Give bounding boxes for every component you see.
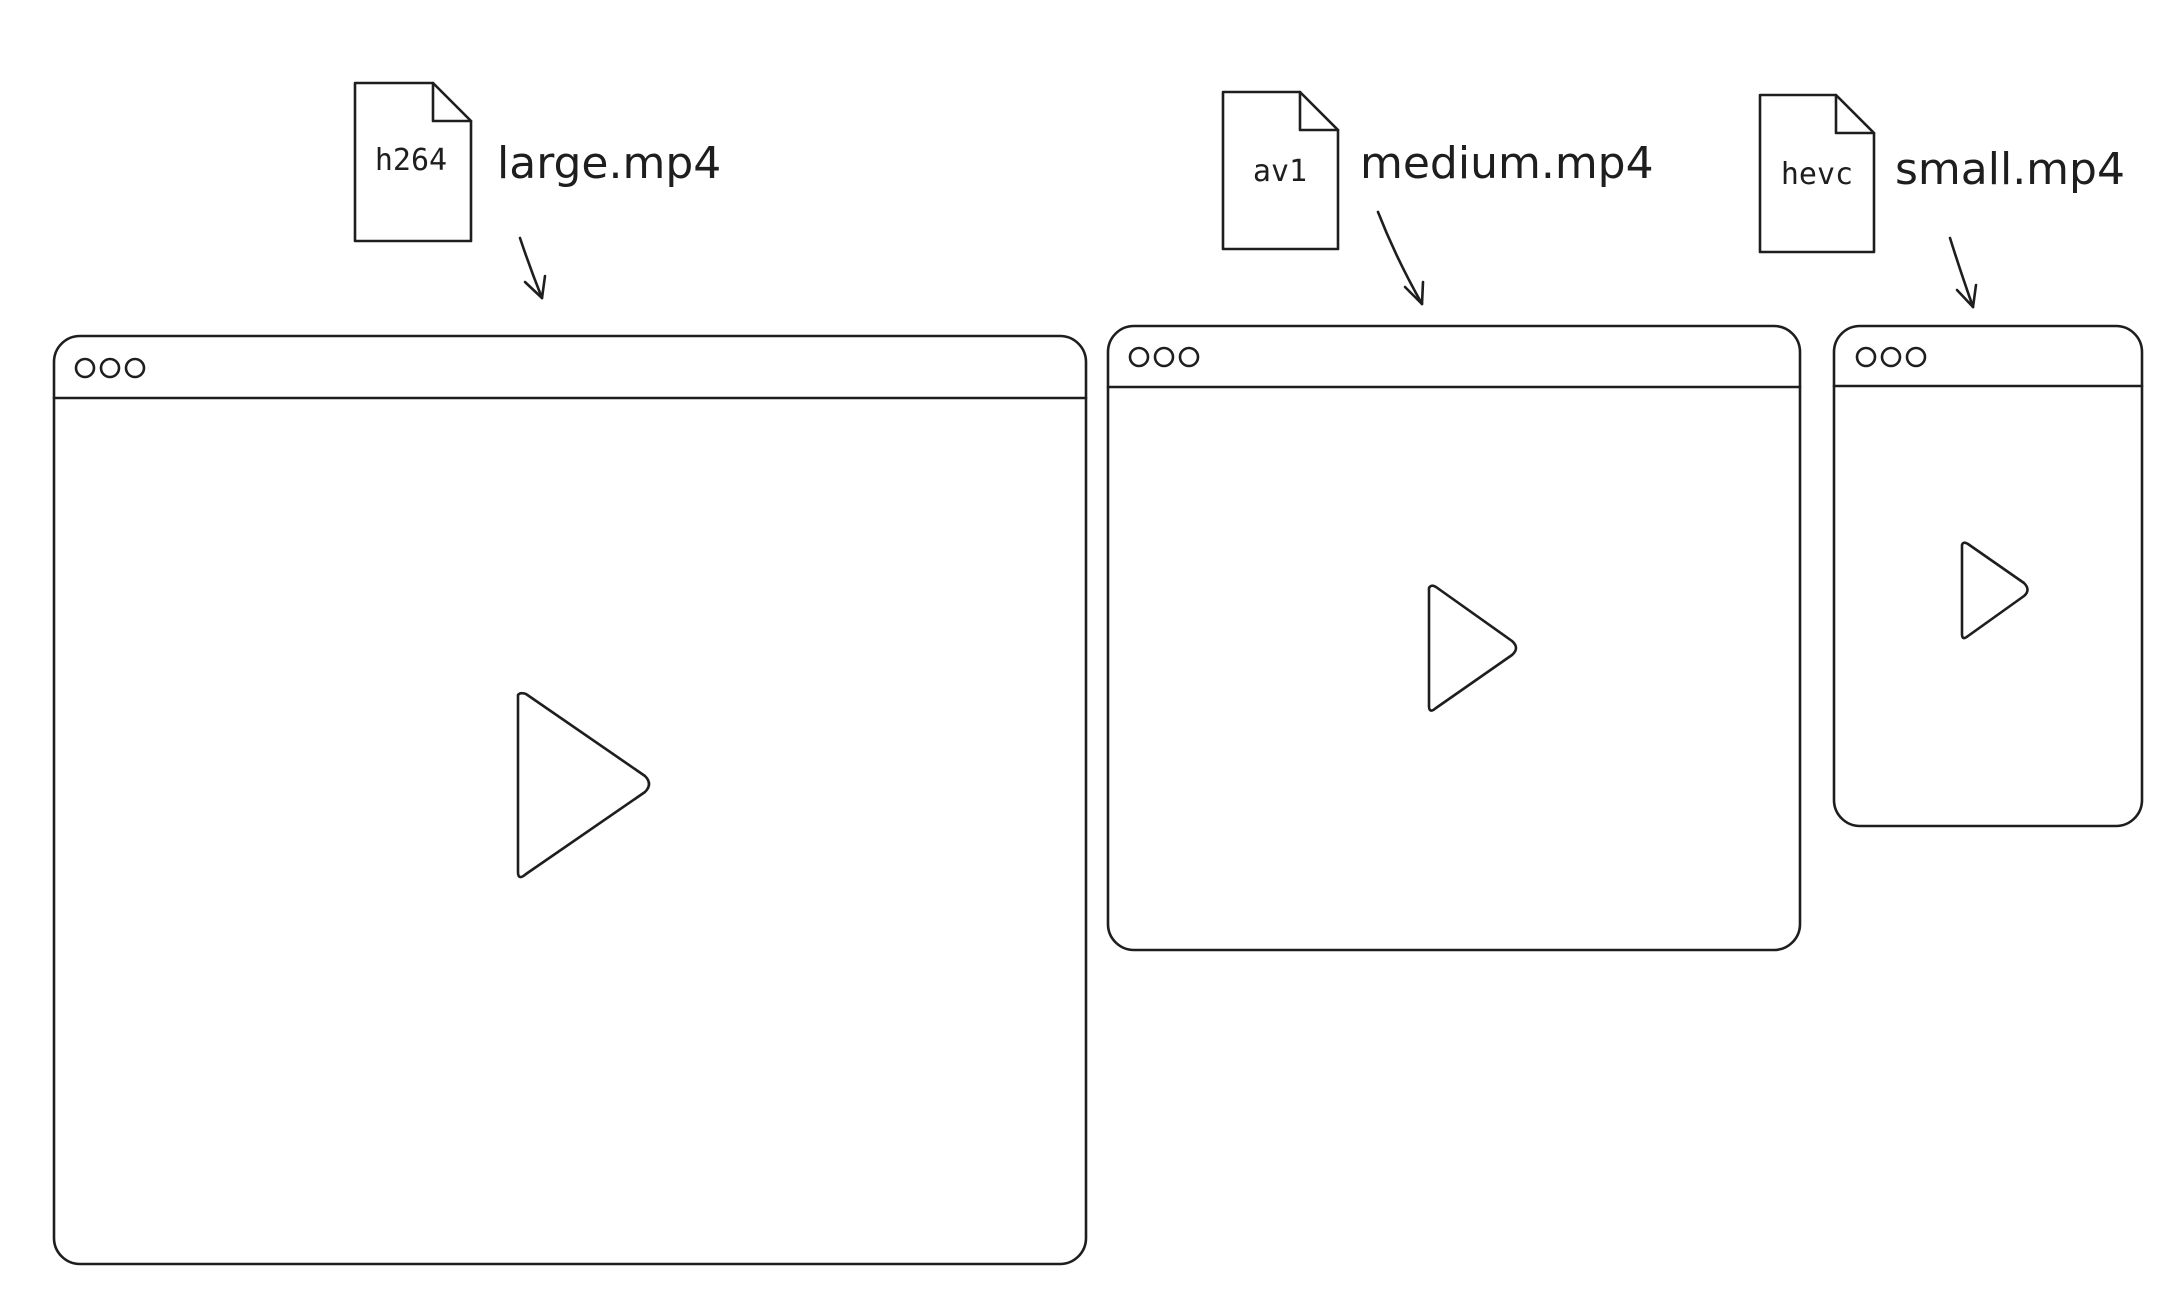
browser-window [52,334,1088,1266]
codec-label: hevc [1781,157,1853,192]
arrow-down-icon [1376,210,1425,306]
file-icon [1758,93,1876,254]
file-icon [1221,90,1340,251]
codec-label: h264 [375,143,447,178]
small-variant: hevc small.mp4 [1758,93,2144,828]
browser-window [1832,324,2144,828]
arrow-down-icon [518,236,547,300]
file-name: small.mp4 [1895,144,2125,195]
medium-variant: av1 medium.mp4 [1106,90,1802,952]
play-icon [516,691,651,879]
browser-window [1106,324,1802,952]
window-dots-icon [1855,346,1927,368]
play-icon [1427,584,1518,712]
file-name: medium.mp4 [1360,138,1654,189]
arrow-down-icon [1948,236,1978,309]
window-dots-icon [1128,346,1200,368]
codec-label: av1 [1253,154,1307,189]
play-icon [1960,541,2029,640]
file-name: large.mp4 [497,138,721,189]
large-variant: h264 large.mp4 [52,81,1088,1266]
file-icon [353,81,473,243]
window-dots-icon [74,357,146,379]
